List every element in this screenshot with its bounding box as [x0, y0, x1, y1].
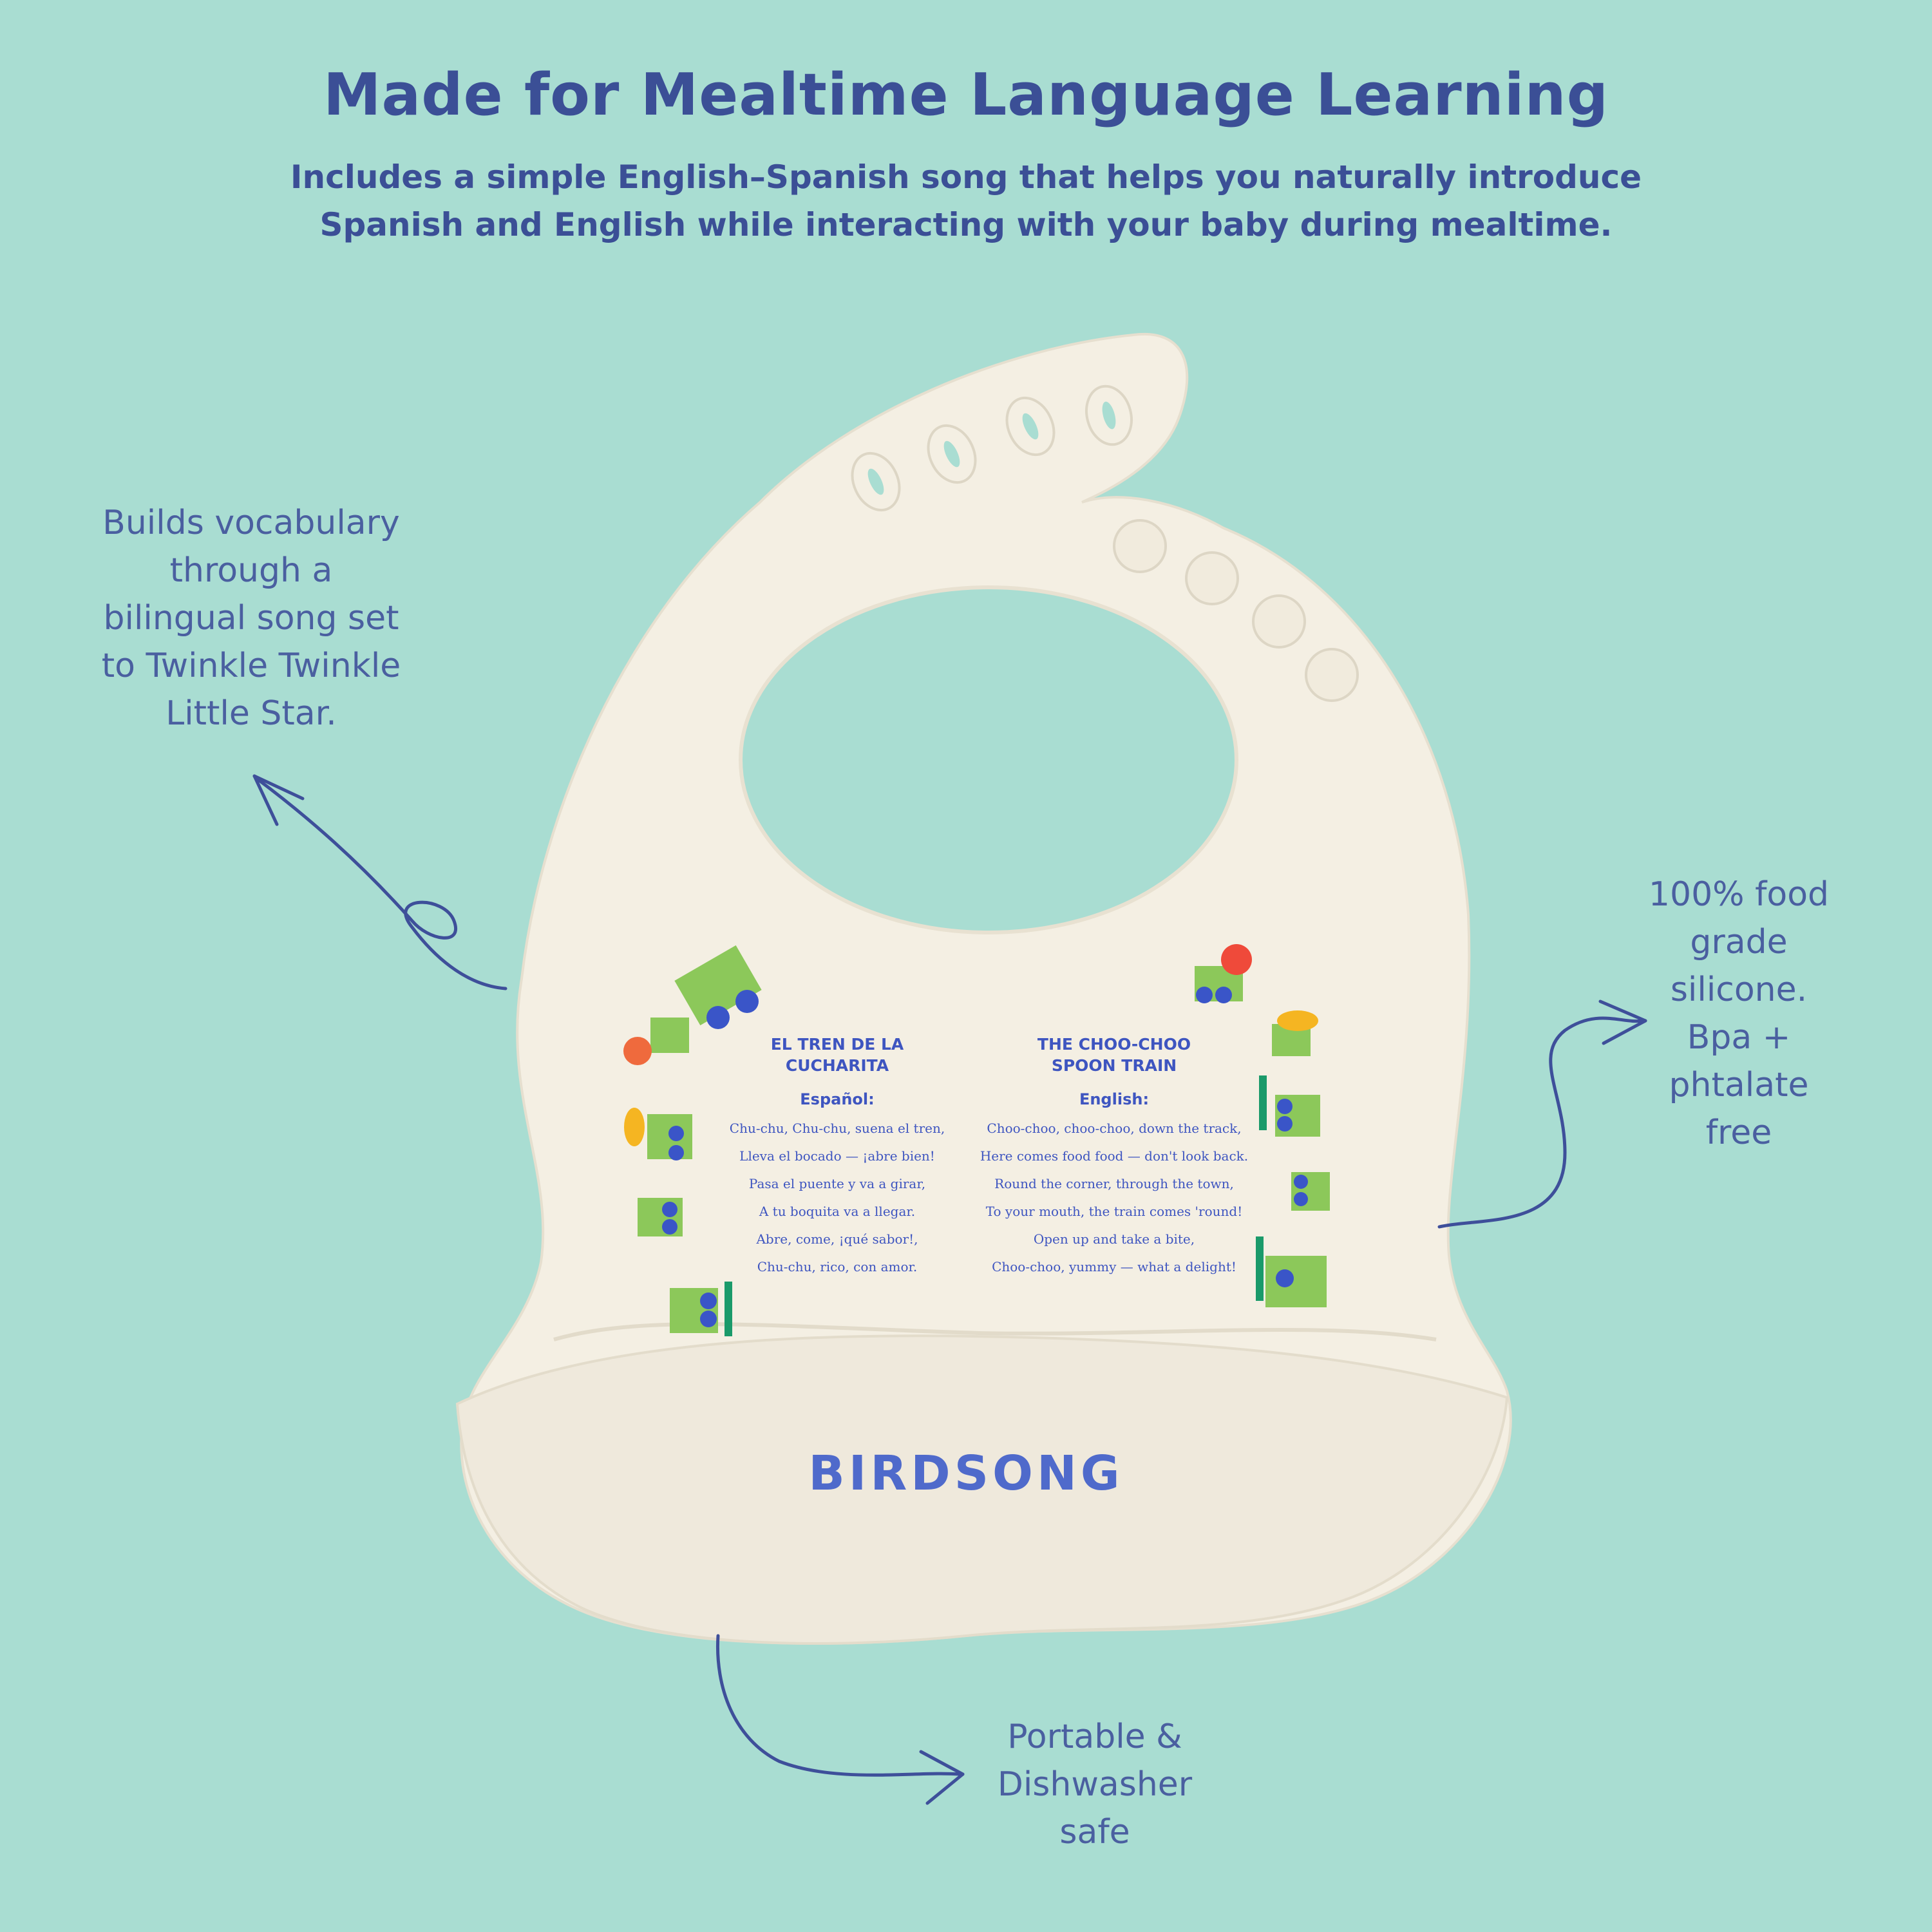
callout-vocabulary: Builds vocabulary through a bilingual so… — [101, 504, 401, 733]
song-line: Chu-chu, rico, con amor. — [757, 1259, 918, 1274]
song-spanish: EL TREN DE LA CUCHARITA Español: Chu-chu… — [705, 1034, 969, 1281]
song-line: Open up and take a bite, — [1033, 1231, 1195, 1247]
song-line: A tu boquita va a llegar. — [759, 1204, 916, 1219]
song-spanish-language: Español: — [800, 1090, 875, 1108]
bib-body — [460, 332, 1512, 1645]
train-decoration-right — [1195, 944, 1330, 1307]
song-line: Choo-choo, yummy — what a delight! — [992, 1259, 1236, 1274]
song-spanish-title: EL TREN DE LA CUCHARITA — [770, 1035, 904, 1075]
snap-buttons — [1113, 519, 1359, 702]
song-line: Pasa el puente y va a girar, — [748, 1176, 926, 1191]
song-english: THE CHOO-CHOO SPOON TRAIN English: Choo-… — [966, 1034, 1262, 1281]
food-pocket — [455, 1334, 1509, 1645]
neck-hole — [739, 585, 1238, 934]
callout-portable: Portable & Dishwasher safe — [997, 1718, 1193, 1852]
callout-silicone: 100% food grade silicone. Bpa + phtalate… — [1648, 875, 1830, 1152]
song-english-title: THE CHOO-CHOO SPOON TRAIN — [1037, 1035, 1191, 1075]
song-line: Round the corner, through the town, — [994, 1176, 1234, 1191]
song-line: To your mouth, the train comes 'round! — [985, 1204, 1243, 1219]
arrow-silicone — [1437, 999, 1647, 1229]
arrow-vocabulary — [252, 774, 507, 990]
song-line: Lleva el bocado — ¡abre bien! — [739, 1148, 935, 1164]
song-line: Choo-choo, choo-choo, down the track, — [987, 1121, 1242, 1136]
page-title: Made for Mealtime Language Learning — [323, 61, 1609, 129]
train-decoration-left — [623, 945, 762, 1336]
brand-logo: BIRDSONG — [808, 1446, 1124, 1501]
arrow-portable — [715, 1634, 965, 1805]
song-line: Here comes food food — don't look back. — [980, 1148, 1249, 1164]
page-subtitle: Includes a simple English–Spanish song t… — [290, 158, 1642, 243]
song-line: Abre, come, ¡qué sabor!, — [756, 1231, 918, 1247]
song-english-language: English: — [1079, 1090, 1150, 1108]
song-line: Chu-chu, Chu-chu, suena el tren, — [729, 1121, 945, 1136]
